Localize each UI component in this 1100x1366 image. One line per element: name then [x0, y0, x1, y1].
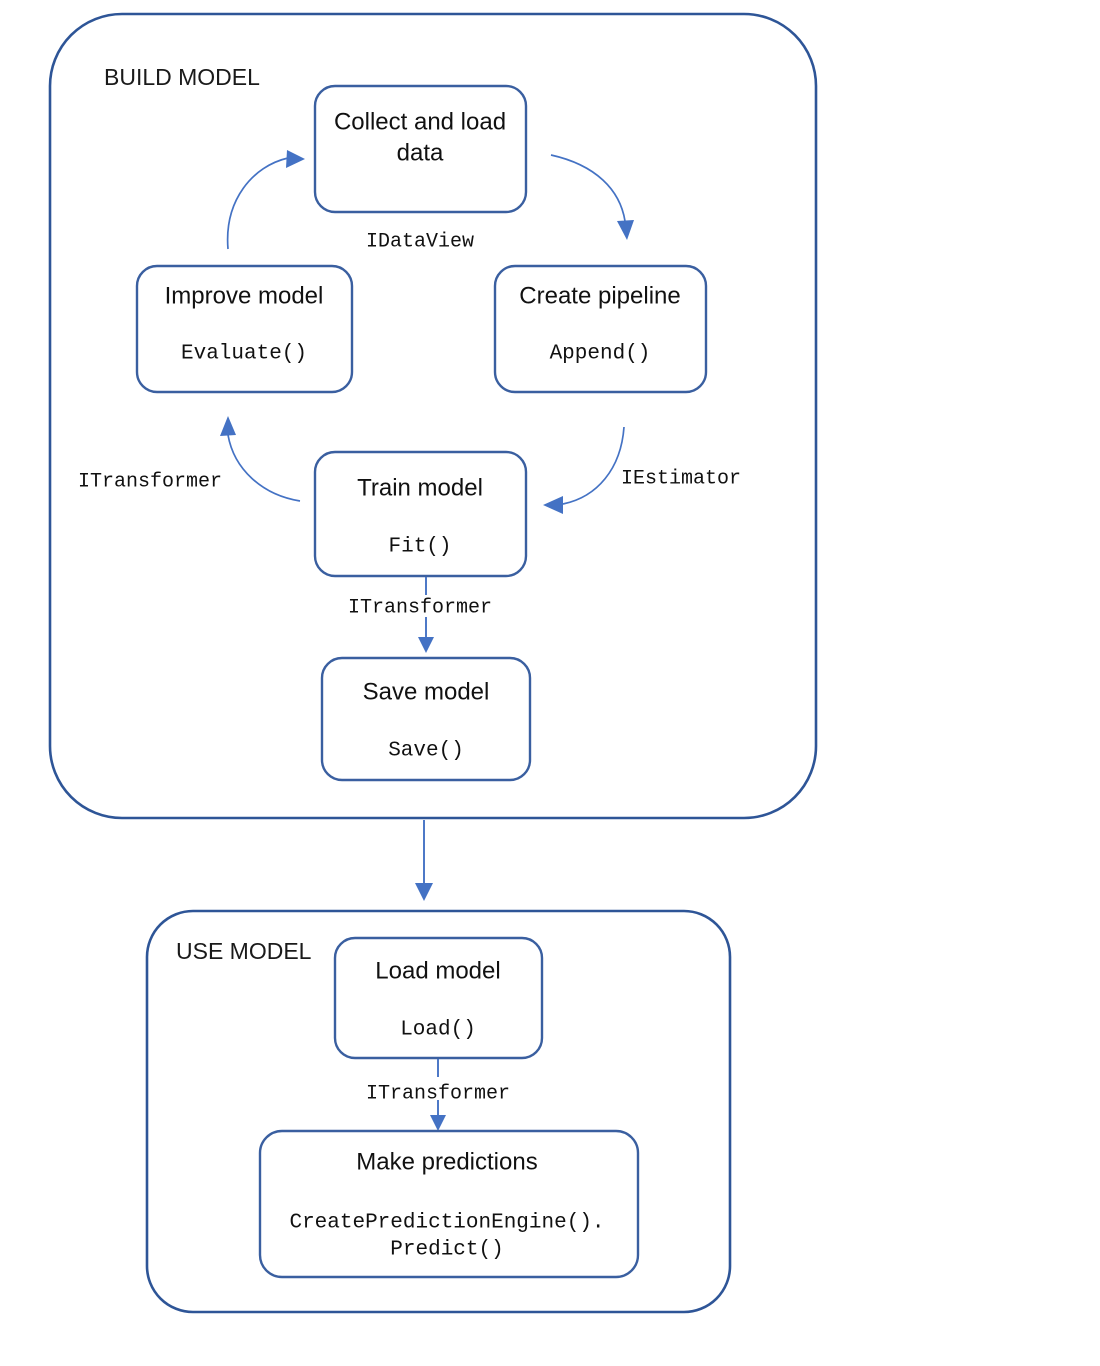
edge-label-itransformer-evaluate: ITransformer: [78, 470, 222, 493]
node-train-model-title: Train model: [357, 474, 483, 501]
node-save-model-api: Save(): [388, 740, 464, 763]
edge-label-itransformer-save: ITransformer: [348, 596, 492, 619]
arrow-load-to-predict: [430, 1059, 446, 1131]
node-create-pipeline-api: Append(): [550, 343, 651, 366]
edge-label-idataview: IDataView: [366, 230, 474, 253]
node-collect-and-load-data-title-line1: Collect and load: [334, 108, 506, 135]
arrow-improve-to-collect: [226, 150, 305, 250]
node-make-predictions-title: Make predictions: [356, 1148, 537, 1175]
edge-label-itransformer-predict: ITransformer: [366, 1082, 510, 1105]
node-train-model[interactable]: [313, 450, 528, 578]
arrow-build-to-use: [415, 820, 433, 901]
use-model-title: USE MODEL: [176, 938, 312, 964]
node-improve-model[interactable]: [135, 264, 354, 394]
node-improve-model-api: Evaluate(): [181, 343, 307, 366]
node-collect-and-load-data-title-line2: data: [397, 139, 444, 166]
node-save-model-title: Save model: [363, 678, 490, 705]
arrow-pipeline-to-train: [543, 426, 625, 514]
node-collect-and-load-data[interactable]: [313, 84, 528, 214]
edge-label-iestimator: IEstimator: [621, 467, 741, 490]
node-improve-model-title: Improve model: [165, 282, 324, 309]
use-model-container: [145, 909, 732, 1314]
node-train-model-api: Fit(): [388, 536, 451, 559]
node-load-model[interactable]: [333, 936, 544, 1060]
node-make-predictions[interactable]: [258, 1129, 640, 1279]
build-model-container: [48, 12, 818, 820]
node-make-predictions-api-line1: CreatePredictionEngine().: [289, 1212, 604, 1235]
build-model-title: BUILD MODEL: [104, 64, 260, 90]
arrow-collect-to-pipeline: [550, 154, 634, 240]
node-save-model[interactable]: [320, 656, 532, 782]
node-load-model-api: Load(): [400, 1019, 476, 1042]
node-make-predictions-api-line2: Predict(): [390, 1239, 503, 1262]
node-create-pipeline[interactable]: [493, 264, 708, 394]
node-create-pipeline-title: Create pipeline: [519, 282, 680, 309]
arrow-train-to-improve: [220, 416, 301, 502]
node-load-model-title: Load model: [375, 957, 500, 984]
arrow-train-to-save: [418, 577, 434, 653]
